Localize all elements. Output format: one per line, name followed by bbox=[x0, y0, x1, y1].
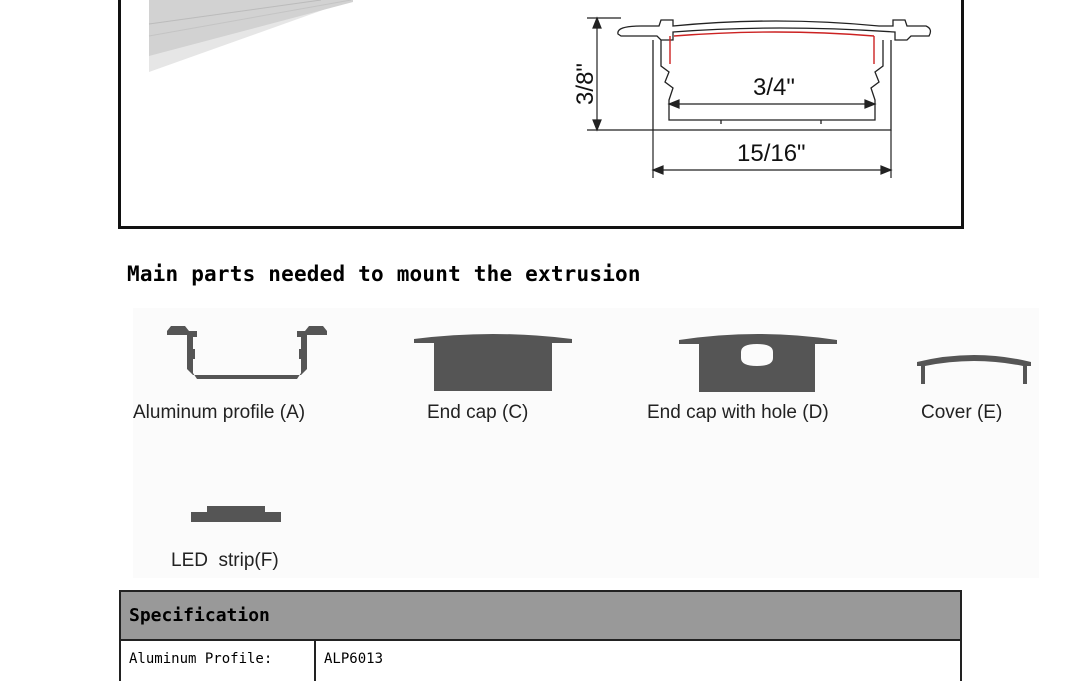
aluminum-profile-icon bbox=[167, 323, 327, 385]
parts-panel: Aluminum profile (A) End cap (C) End cap… bbox=[133, 308, 1039, 578]
dimension-lines bbox=[587, 16, 893, 178]
dimension-height-label: 3/8" bbox=[571, 63, 599, 105]
specification-table: Specification Aluminum Profile: ALP6013 bbox=[119, 590, 962, 681]
end-cap-icon bbox=[414, 329, 572, 391]
profile-cross-section-drawing bbox=[148, 0, 932, 178]
table-row: Aluminum Profile: ALP6013 bbox=[121, 641, 960, 681]
cover-icon bbox=[917, 350, 1031, 386]
part-label-end-cap-with-hole: End cap with hole (D) bbox=[647, 402, 829, 423]
part-label-end-cap: End cap (C) bbox=[427, 402, 529, 423]
dimension-inner-width-label: 3/4" bbox=[753, 74, 795, 101]
dimension-outer-width-label: 15/16" bbox=[737, 140, 806, 167]
led-strip-icon bbox=[191, 504, 281, 524]
spec-value: ALP6013 bbox=[324, 651, 384, 667]
part-label-cover: Cover (E) bbox=[921, 402, 1003, 423]
part-label-led-strip: LED strip(F) bbox=[171, 550, 279, 571]
extrusion-photo bbox=[148, 0, 353, 72]
drawing-frame: 3/8" 3/4" 15/16" bbox=[118, 0, 964, 229]
specification-title: Specification bbox=[121, 592, 960, 641]
part-label-aluminum-profile: Aluminum profile (A) bbox=[133, 402, 306, 423]
section-heading: Main parts needed to mount the extrusion bbox=[127, 262, 641, 286]
end-cap-hole-icon bbox=[679, 328, 837, 392]
spec-key: Aluminum Profile: bbox=[121, 641, 316, 681]
cross-section bbox=[617, 19, 932, 131]
